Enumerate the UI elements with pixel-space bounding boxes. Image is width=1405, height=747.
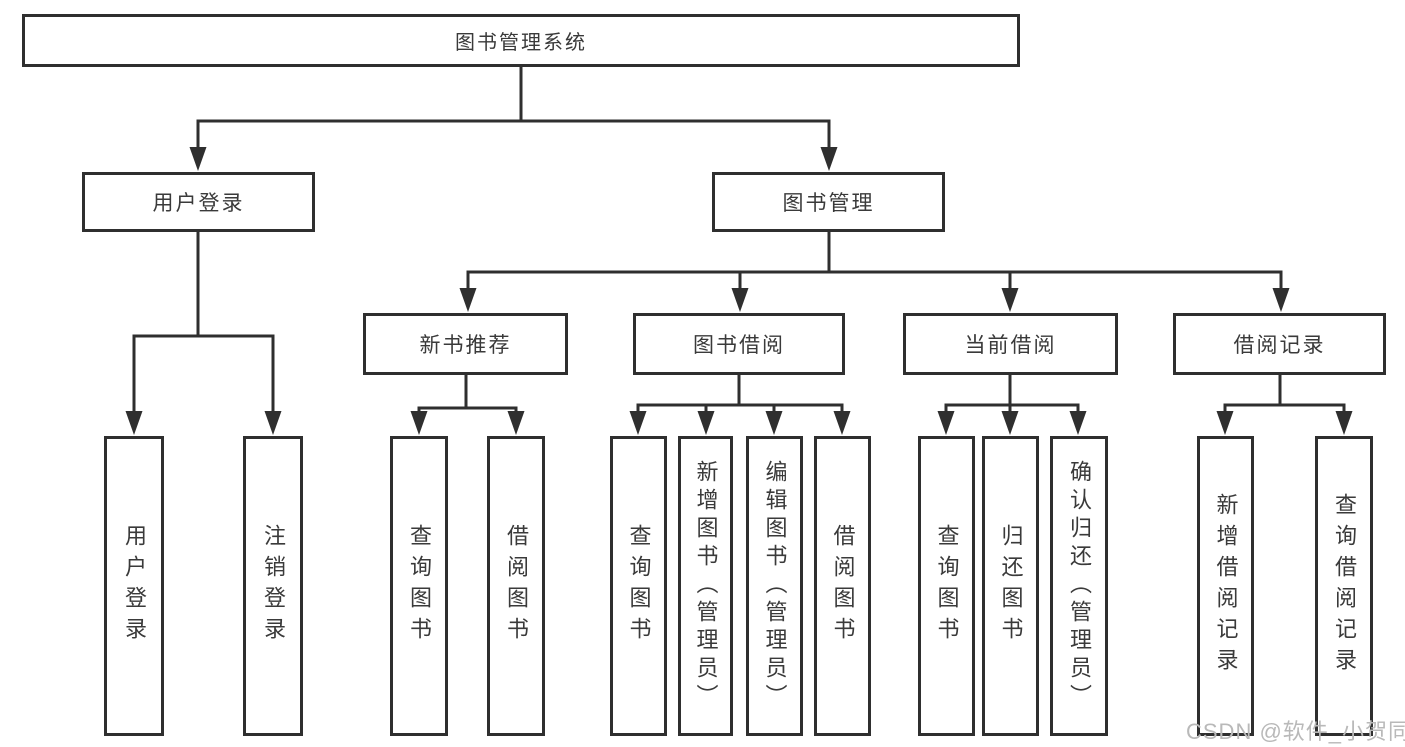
node-library-management-system: 图书管理系统 xyxy=(22,14,1020,67)
leaf-borrow-books-borrowing: 借阅图书 xyxy=(814,436,871,736)
node-label: 注销登录 xyxy=(261,524,286,648)
leaf-edit-books-admin: 编辑图书（管理员） xyxy=(746,436,803,736)
node-label: 用户登录 xyxy=(122,524,147,648)
node-label: 确认归还（管理员） xyxy=(1067,460,1092,712)
csdn-watermark: CSDN @软件_小贺同学 xyxy=(1186,719,1405,744)
node-label: 用户登录 xyxy=(152,192,245,215)
leaf-query-books-recommend: 查询图书 xyxy=(390,436,448,736)
leaf-borrow-books-recommend: 借阅图书 xyxy=(487,436,545,736)
node-label: 新增图书（管理员） xyxy=(693,460,719,712)
node-label: 新增借阅记录 xyxy=(1213,493,1239,679)
node-label: 借阅图书 xyxy=(504,524,529,648)
leaf-return-books: 归还图书 xyxy=(982,436,1039,736)
leaf-confirm-return-admin: 确认归还（管理员） xyxy=(1050,436,1108,736)
node-label: 图书借阅 xyxy=(693,334,785,357)
leaf-query-books-borrowing: 查询图书 xyxy=(610,436,667,736)
leaf-user-login: 用户登录 xyxy=(104,436,164,736)
node-book-management: 图书管理 xyxy=(712,172,945,232)
node-current-borrowing: 当前借阅 xyxy=(903,313,1118,375)
node-label: 查询图书 xyxy=(934,524,960,648)
node-label: 归还图书 xyxy=(998,524,1024,648)
node-label: 借阅记录 xyxy=(1233,334,1326,357)
node-label: 查询借阅记录 xyxy=(1332,493,1357,679)
node-label: 查询图书 xyxy=(407,524,432,648)
leaf-add-borrow-record: 新增借阅记录 xyxy=(1197,436,1254,736)
leaf-add-books-admin: 新增图书（管理员） xyxy=(678,436,733,736)
leaf-query-borrow-record: 查询借阅记录 xyxy=(1315,436,1373,736)
node-borrowing-records: 借阅记录 xyxy=(1173,313,1386,375)
node-label: 借阅图书 xyxy=(830,524,856,648)
node-user-login: 用户登录 xyxy=(82,172,315,232)
node-new-book-recommend: 新书推荐 xyxy=(363,313,568,375)
node-label: 新书推荐 xyxy=(419,334,512,357)
node-book-borrowing: 图书借阅 xyxy=(633,313,845,375)
node-label: 查询图书 xyxy=(626,524,652,648)
leaf-logout: 注销登录 xyxy=(243,436,303,736)
node-label: 图书管理系统 xyxy=(455,32,587,54)
node-label: 编辑图书（管理员） xyxy=(762,460,788,712)
leaf-query-books-current: 查询图书 xyxy=(918,436,975,736)
node-label: 当前借阅 xyxy=(964,334,1057,357)
node-label: 图书管理 xyxy=(782,192,875,215)
